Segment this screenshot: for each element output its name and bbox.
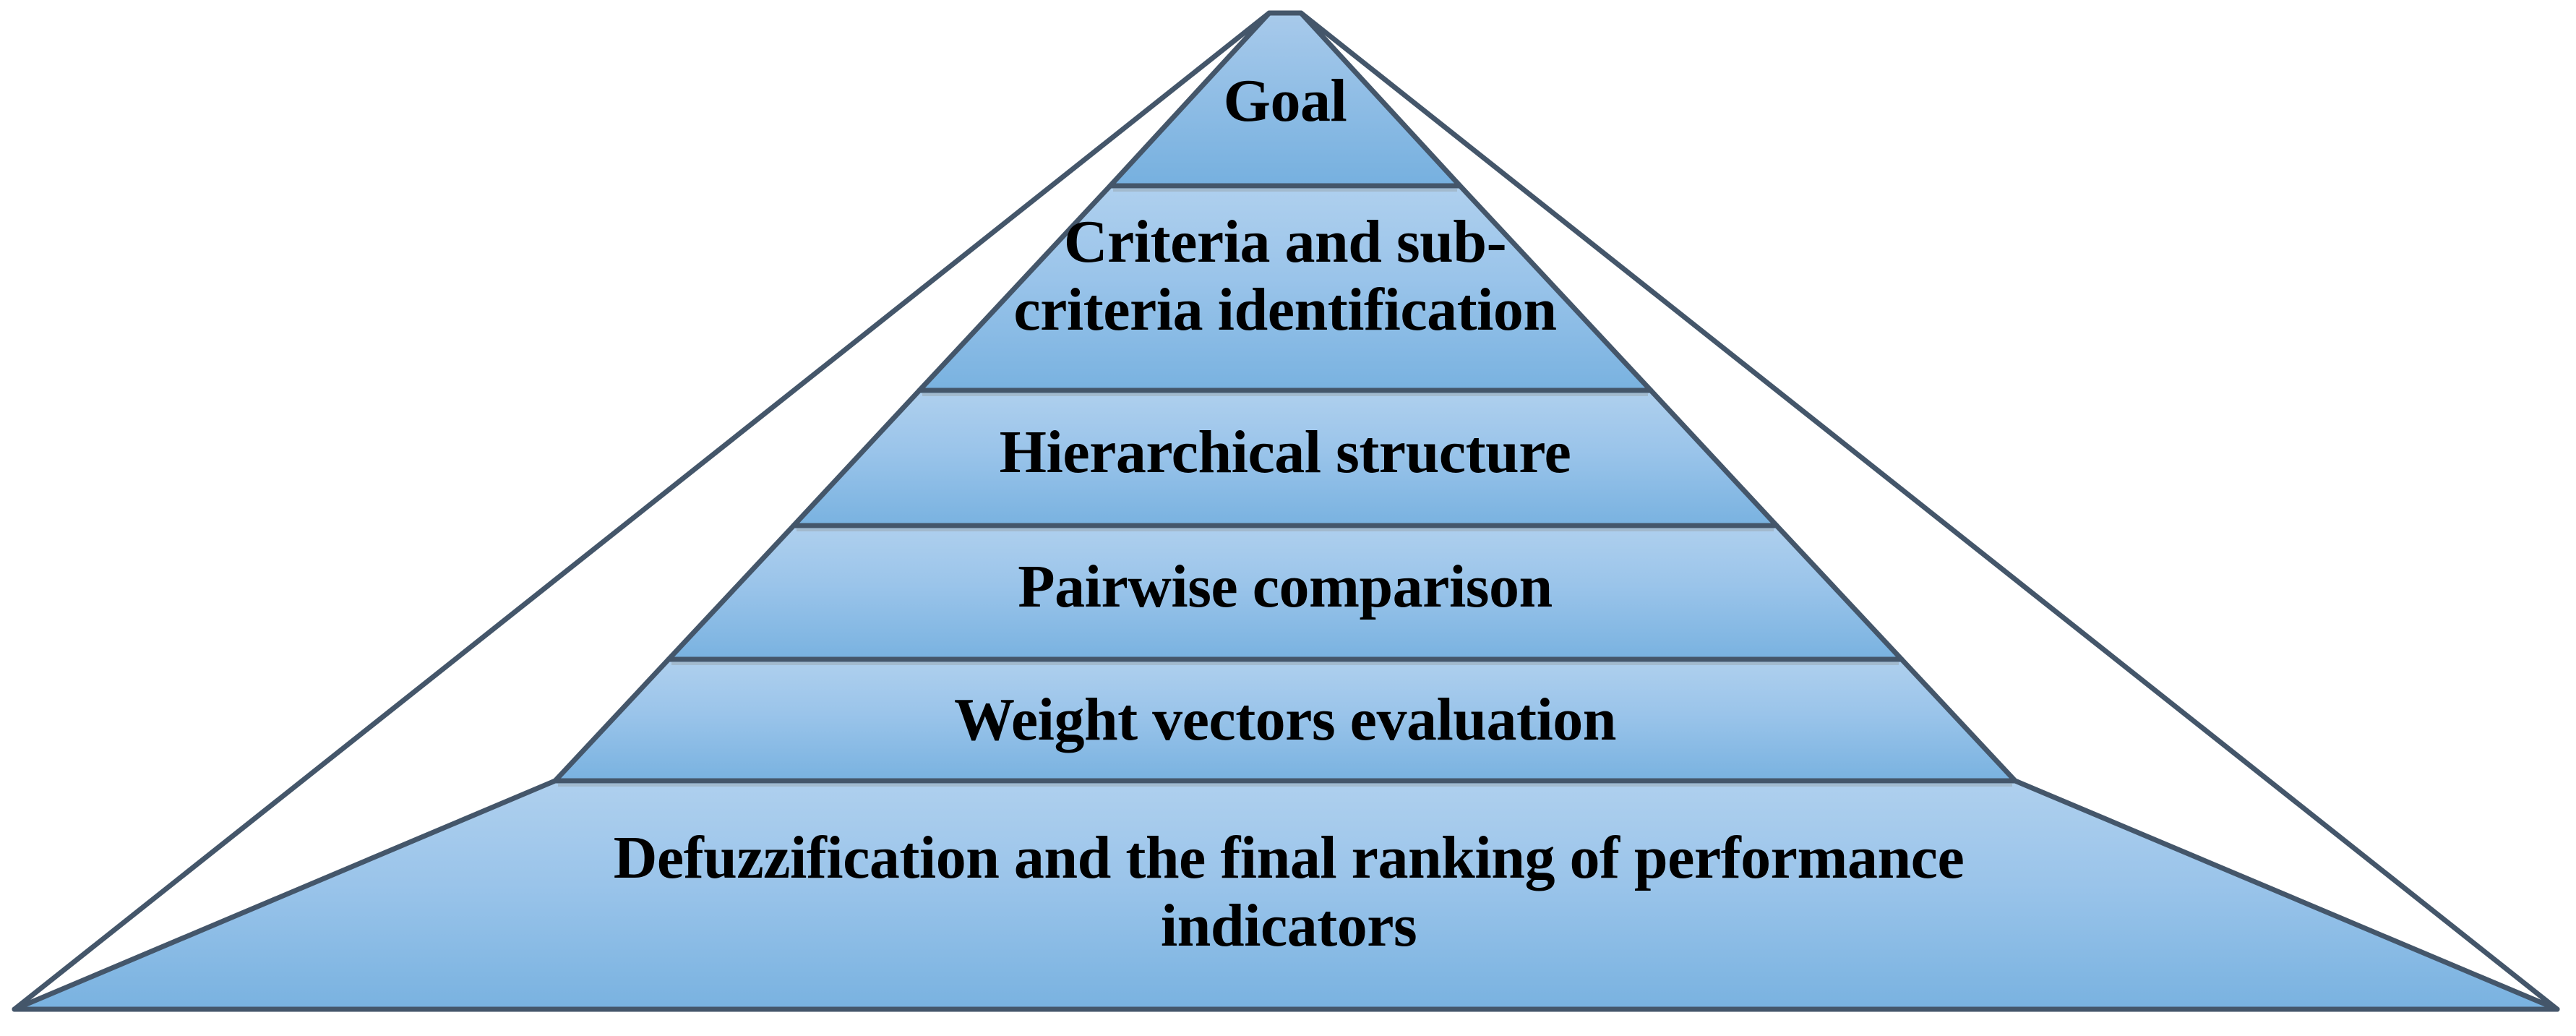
pyramid-tier-3-label: Hierarchical structure xyxy=(999,419,1571,486)
pyramid-tier-4-label: Pairwise comparison xyxy=(1018,553,1553,620)
pyramid-tier-2-label: Criteria and sub- criteria identificatio… xyxy=(1013,208,1557,344)
pyramid-tier-5-label: Weight vectors evaluation xyxy=(953,686,1617,753)
pyramid-tier-6-label: Defuzzification and the final ranking of… xyxy=(613,824,1965,960)
pyramid-tier-1-label: Goal xyxy=(1223,67,1347,134)
pyramid-outline xyxy=(12,10,2560,1012)
